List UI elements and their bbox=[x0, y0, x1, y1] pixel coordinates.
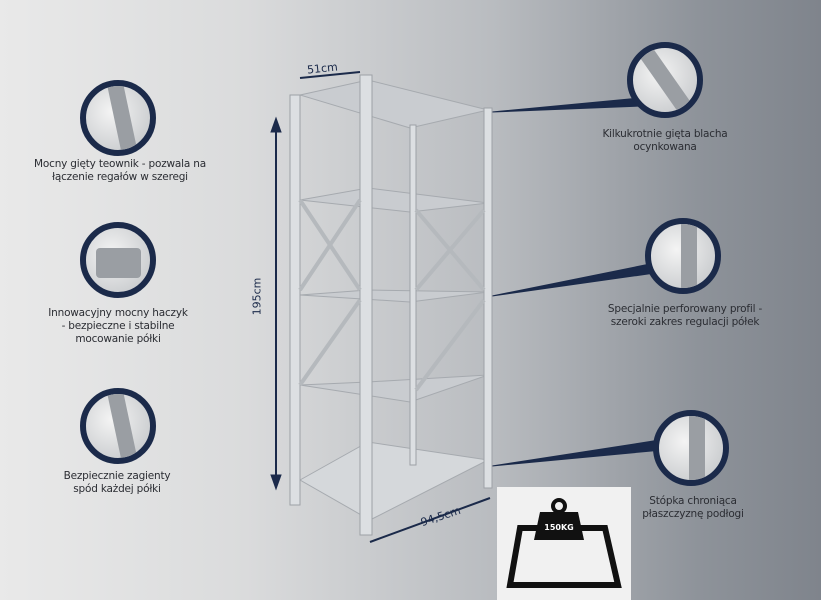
load-capacity-label: 150KG bbox=[544, 523, 574, 532]
feature-label: Innowacyjny mocny haczyk - bezpieczne i … bbox=[48, 307, 188, 345]
feature-label: Bezpiecznie zagienty spód każdej półki bbox=[63, 470, 171, 495]
feature-label: Mocny gięty teownik - pozwala na łączeni… bbox=[34, 158, 206, 183]
shelf-edge-icon bbox=[80, 388, 156, 464]
feature-label: Stópka chroniąca płaszczyznę podłogi bbox=[642, 495, 744, 520]
hook-icon bbox=[80, 222, 156, 298]
bent-sheet-icon bbox=[627, 42, 703, 118]
feature-label: Kilkukrotnie gięta blacha ocynkowana bbox=[602, 128, 728, 153]
foot-icon bbox=[653, 410, 729, 486]
height-dimension: 195cm bbox=[250, 277, 264, 316]
tee-profile-icon bbox=[80, 80, 156, 156]
perforated-profile-icon bbox=[645, 218, 721, 294]
feature-label: Specjalnie perforowany profil - szeroki … bbox=[607, 303, 763, 328]
weight-box-graphic bbox=[497, 487, 631, 600]
